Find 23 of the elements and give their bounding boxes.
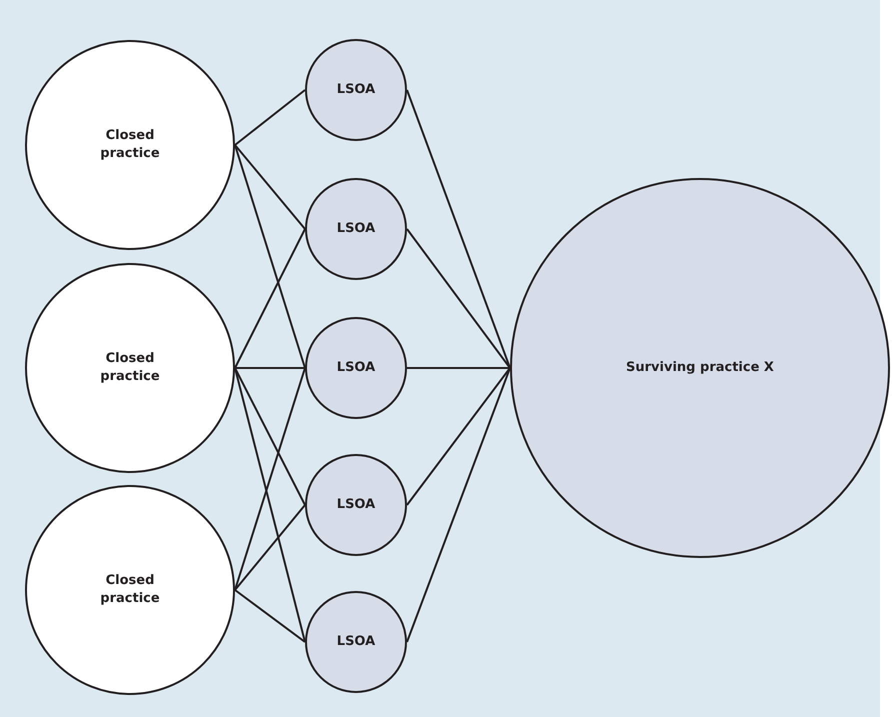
connector-line bbox=[406, 228, 511, 369]
connector-line bbox=[234, 228, 306, 368]
connector-line bbox=[235, 367, 305, 369]
node-label: Surviving practice X bbox=[626, 358, 774, 377]
connector-line bbox=[234, 144, 306, 230]
connector-line bbox=[234, 89, 306, 146]
node-label: LSOA bbox=[336, 632, 376, 651]
node-label: LSOA bbox=[336, 496, 376, 514]
node-label: LSOA bbox=[336, 358, 376, 377]
connector-line bbox=[234, 368, 306, 590]
connector-line bbox=[234, 504, 306, 591]
node-label: Closed practice bbox=[99, 350, 161, 386]
connector-line bbox=[234, 368, 306, 506]
connector-line bbox=[234, 589, 306, 643]
node-label: LSOA bbox=[336, 80, 376, 99]
connector-line bbox=[406, 90, 511, 368]
connector-line bbox=[406, 368, 511, 642]
connector-line bbox=[407, 367, 510, 369]
node-label: LSOA bbox=[336, 220, 376, 238]
node-label: Closed practice bbox=[99, 572, 161, 608]
connector-line bbox=[406, 367, 511, 506]
node-label: Closed practice bbox=[99, 126, 161, 163]
connector-line bbox=[234, 144, 306, 368]
